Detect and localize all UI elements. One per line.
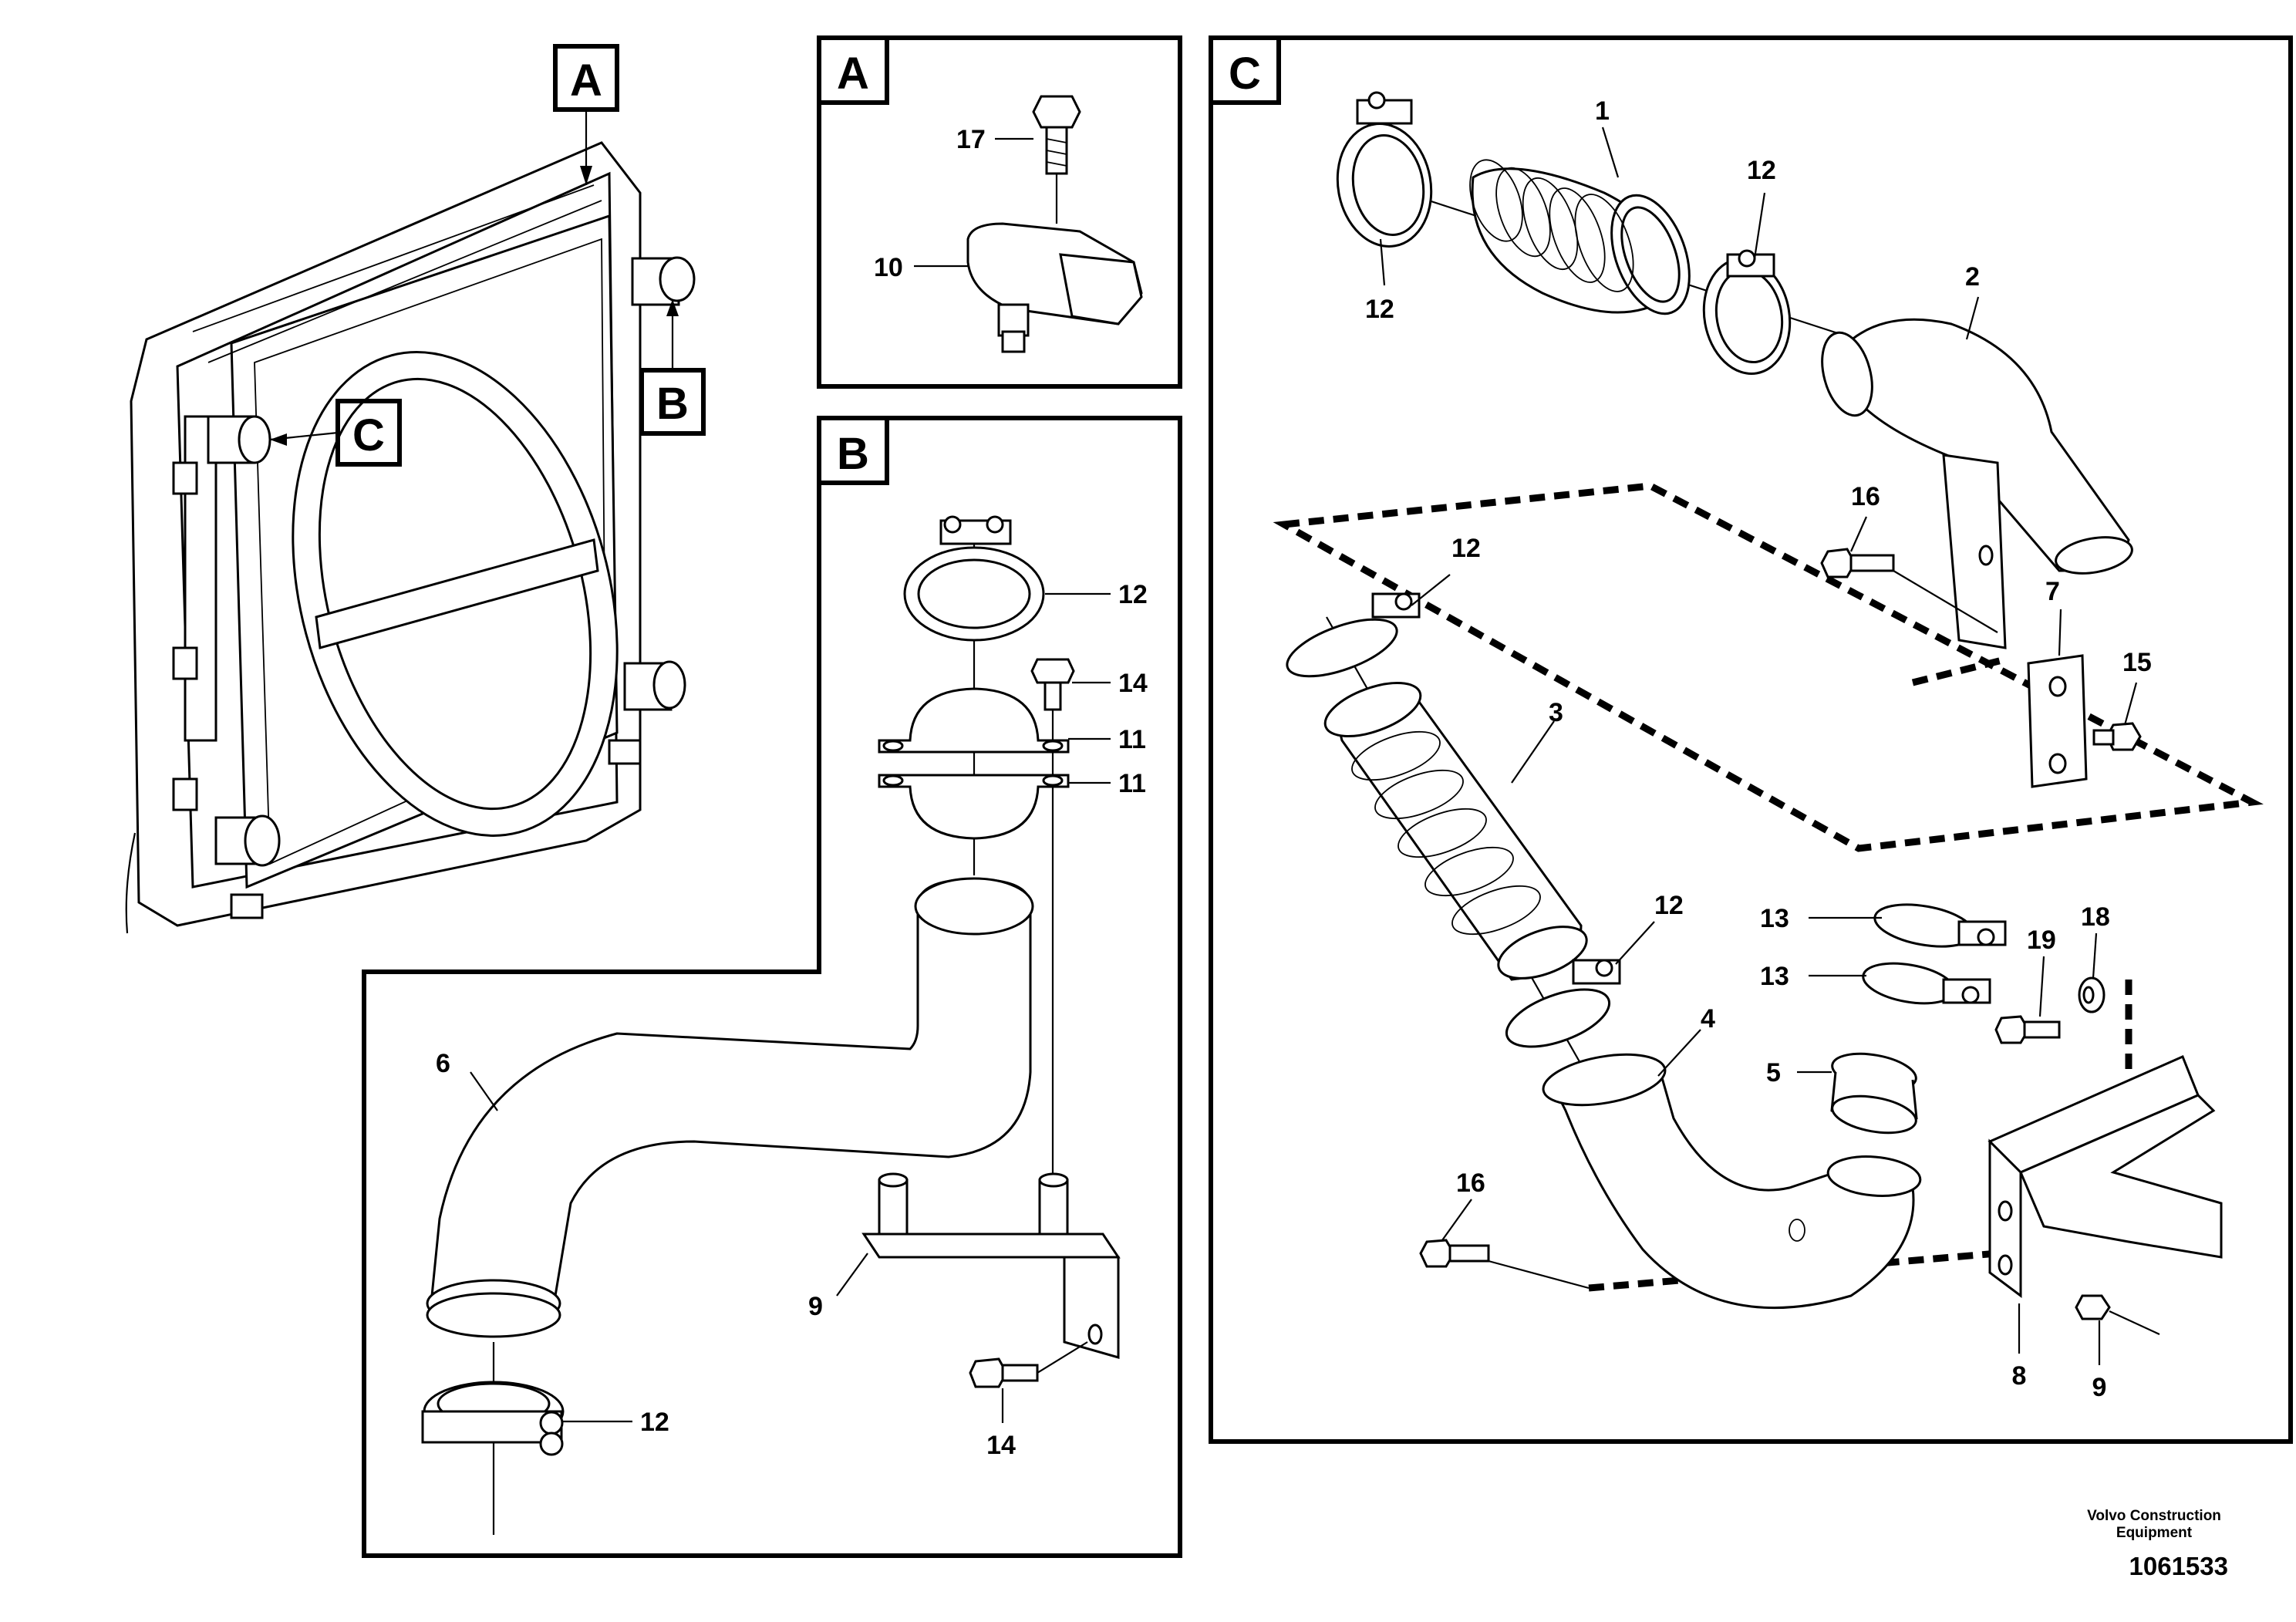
label-3: 3 [1549,698,1563,727]
label-14-b-top: 14 [1118,669,1148,698]
clamp-12-c-middle [1286,592,1421,678]
label-10: 10 [874,253,903,282]
hose-3 [1323,682,1588,981]
pipe-6 [426,877,1034,1338]
label-18: 18 [2081,902,2110,932]
brand-caption: Volvo Construction Equipment [2069,1508,2239,1542]
bracket-9 [861,1172,1121,1359]
clamp-12-c-topright [1702,249,1792,375]
pipe-2 [1821,318,2133,649]
label-16-c-top: 16 [1851,482,1880,511]
clamp-12-top [903,515,1045,642]
label-19: 19 [2027,926,2056,955]
bolt-16-bottom [1419,1239,1590,1290]
overview-callout-b: B [639,299,706,436]
overview-callout-a: A [553,44,619,185]
panel-c: C [1209,35,2293,1444]
label-8: 8 [2012,1361,2027,1391]
label-12-b-bottom: 12 [640,1408,669,1437]
svg-text:B: B [837,429,869,479]
label-11-upper: 11 [1118,725,1146,754]
clamp-12-c-topleft [1336,91,1433,248]
bolt-14-bottom [969,1341,1088,1388]
brand-line-2: Equipment [2116,1525,2193,1541]
label-16-c-bottom: 16 [1456,1168,1485,1198]
label-14-b-bottom: 14 [986,1431,1016,1460]
pressure-sensor-10 [966,222,1143,353]
label-9-c: 9 [2092,1373,2107,1402]
panel-b: B [362,416,1182,1558]
overview-callout-c: C [269,399,402,467]
label-6: 6 [436,1049,450,1078]
panel-a: A 17 10 [817,35,1182,389]
label-12-c-topright: 12 [1747,156,1776,185]
bolt-14-top [1030,658,1075,711]
bolt-16-top [1820,548,1998,633]
label-13-upper: 13 [1760,904,1789,933]
clamp-12-c-lower [1505,959,1621,1048]
clamp-half-11-lower [878,774,1070,840]
bolt-15 [2092,722,2142,751]
label-17: 17 [956,125,986,154]
bolt-17 [1032,95,1081,224]
radiator-overview: A B C [125,44,706,934]
washer-18 [2078,976,2106,1013]
label-15: 15 [2122,648,2152,677]
label-2: 2 [1965,262,1980,292]
document-number: 1061533 [2129,1552,2228,1580]
label-12-c-topleft: 12 [1365,295,1394,324]
label-1: 1 [1595,96,1610,126]
svg-text:B: B [656,379,689,429]
label-9-b: 9 [808,1292,823,1321]
svg-text:A: A [837,49,869,99]
hose-1 [1469,159,1691,315]
label-4: 4 [1701,1004,1715,1034]
brand-line-1: Volvo Construction [2087,1508,2221,1524]
hose-5 [1830,1052,1918,1135]
bracket-7 [2027,654,2088,788]
label-5: 5 [1766,1058,1781,1088]
pipe-4 [1542,1053,1922,1310]
label-13-lower: 13 [1760,962,1789,991]
label-11-lower: 11 [1118,769,1146,798]
svg-text:C: C [1229,49,1261,99]
clamp-12-bottom [421,1381,565,1456]
nut-9 [2075,1294,2160,1335]
clamp-half-11-upper [878,687,1070,754]
svg-text:C: C [352,410,385,460]
clamp-13-upper [1873,903,2007,948]
label-7: 7 [2045,577,2060,606]
label-12-c-lower: 12 [1654,891,1684,920]
label-12-c-middle: 12 [1451,534,1481,563]
bracket-8 [1988,1055,2223,1298]
clamp-13-lower [1862,962,1991,1005]
bolt-19 [1994,1015,2061,1044]
svg-text:A: A [570,56,602,106]
label-12-b-top: 12 [1118,580,1148,609]
